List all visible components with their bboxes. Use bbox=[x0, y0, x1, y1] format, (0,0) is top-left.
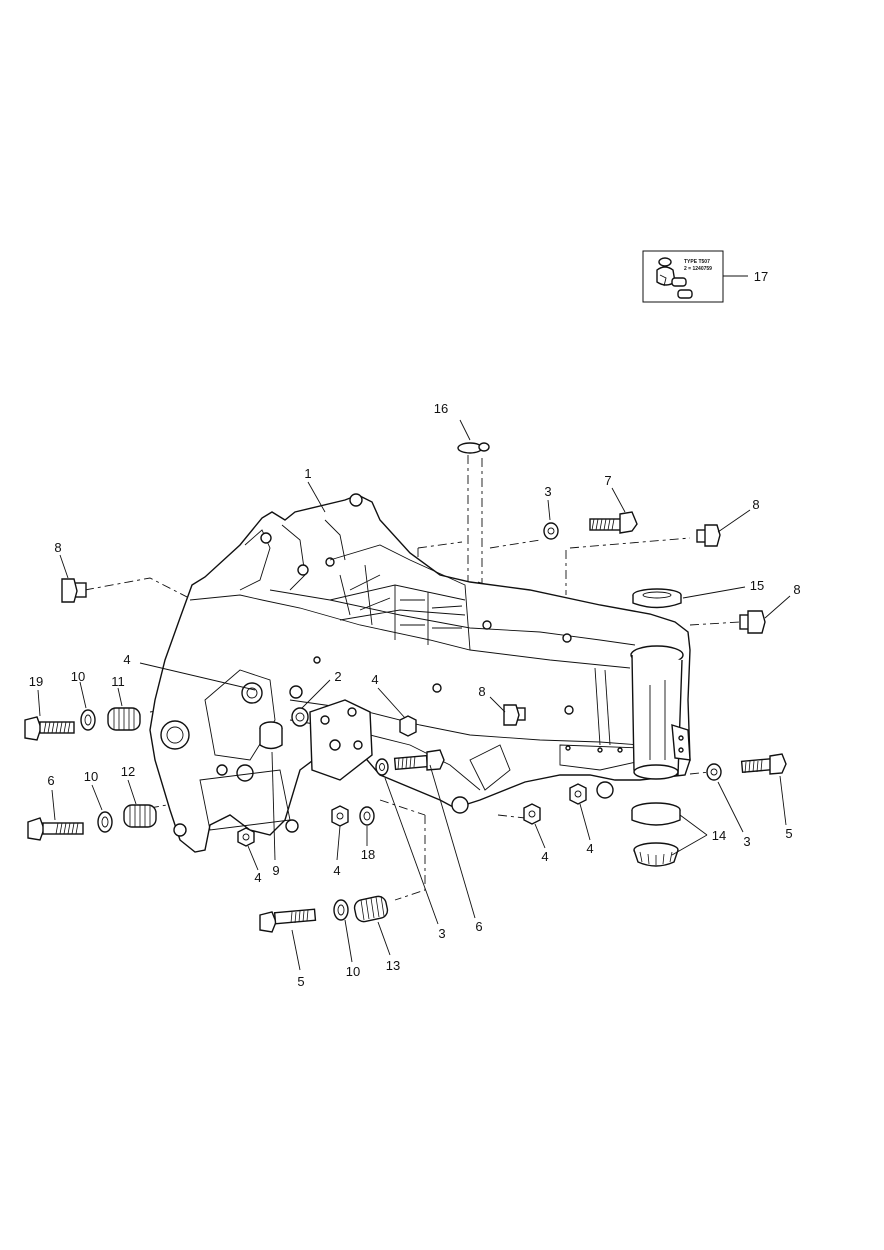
inset-type-label: TYPE T507 bbox=[684, 259, 710, 265]
callout-8-left: 8 bbox=[54, 540, 61, 555]
part-8-plug-center bbox=[503, 704, 526, 726]
part-8-plug-left bbox=[61, 578, 87, 603]
callout-8-top-right: 8 bbox=[752, 497, 759, 512]
part-3-washer-top bbox=[543, 522, 559, 540]
leader-lines bbox=[37, 419, 791, 971]
callout-5-right: 5 bbox=[785, 826, 792, 841]
part-15-bearing bbox=[632, 588, 682, 609]
inset-part-label: 2 = 1240759 bbox=[684, 266, 712, 272]
callout-10-middle: 10 bbox=[84, 769, 98, 784]
callout-16: 16 bbox=[434, 401, 448, 416]
callout-10-top: 10 bbox=[71, 669, 85, 684]
part-10-washer-1 bbox=[80, 709, 96, 731]
inset-box: TYPE T507 2 = 1240759 bbox=[642, 250, 748, 303]
part-9-spacer bbox=[259, 721, 283, 750]
callout-15: 15 bbox=[750, 578, 764, 593]
callout-labels: 1 2 3 3 3 4 4 4 4 4 4 5 5 6 6 7 8 8 8 8 … bbox=[29, 269, 801, 989]
part-4-nut-d bbox=[569, 783, 587, 805]
callout-12: 12 bbox=[121, 764, 135, 779]
part-4-nut-c bbox=[523, 803, 541, 825]
callout-19: 19 bbox=[29, 674, 43, 689]
part-4-nut-a bbox=[237, 827, 255, 847]
part-10-washer-3 bbox=[333, 899, 349, 921]
callout-3-top: 3 bbox=[544, 484, 551, 499]
head-tube bbox=[630, 645, 691, 780]
clip-tool-icon bbox=[656, 257, 693, 299]
part-3-washer-center bbox=[375, 758, 389, 776]
callout-3-right: 3 bbox=[743, 834, 750, 849]
callout-4-bottom-left: 4 bbox=[254, 870, 261, 885]
part-6-bolt-left bbox=[27, 817, 84, 841]
callout-10-bottom: 10 bbox=[346, 964, 360, 979]
callout-4-bottom-center: 4 bbox=[333, 863, 340, 878]
part-8-plug-right bbox=[739, 610, 766, 634]
callout-7: 7 bbox=[604, 473, 611, 488]
part-2-washer bbox=[291, 707, 309, 727]
part-19-bolt bbox=[24, 716, 75, 741]
part-12-adjuster bbox=[123, 804, 157, 828]
callout-13: 13 bbox=[386, 958, 400, 973]
part-5-bolt-right bbox=[740, 753, 787, 775]
callout-18: 18 bbox=[361, 847, 375, 862]
part-11-adjuster bbox=[107, 707, 141, 731]
callout-4-right: 4 bbox=[586, 841, 593, 856]
part-5-bolt-bottom bbox=[259, 908, 317, 933]
part-16-clip bbox=[457, 442, 490, 454]
side-bracket bbox=[309, 699, 373, 781]
callout-3-bottom: 3 bbox=[438, 926, 445, 941]
part-6-bolt-center bbox=[393, 749, 445, 771]
callout-4-center: 4 bbox=[371, 672, 378, 687]
callout-4-left: 4 bbox=[123, 652, 130, 667]
part-14-bearings bbox=[631, 802, 681, 867]
callout-8-center: 8 bbox=[478, 684, 485, 699]
callout-11: 11 bbox=[111, 674, 125, 689]
part-10-washer-2 bbox=[97, 811, 113, 833]
part-4-nut-e bbox=[399, 715, 417, 737]
part-18-washer bbox=[359, 806, 375, 826]
callout-6-left: 6 bbox=[47, 773, 54, 788]
callout-14: 14 bbox=[712, 828, 726, 843]
callout-2: 2 bbox=[334, 669, 341, 684]
main-frame bbox=[149, 493, 691, 853]
frame-lattice bbox=[329, 544, 471, 651]
part-4-nut-b bbox=[331, 805, 349, 827]
callout-9: 9 bbox=[272, 863, 279, 878]
callout-4-bottom-right: 4 bbox=[541, 849, 548, 864]
part-8-plug-top-right bbox=[696, 524, 721, 547]
callout-1: 1 bbox=[304, 466, 311, 481]
callout-6-center: 6 bbox=[475, 919, 482, 934]
callout-5-bottom: 5 bbox=[297, 974, 304, 989]
part-3-washer-right bbox=[706, 763, 722, 781]
callout-8-right: 8 bbox=[793, 582, 800, 597]
callout-17: 17 bbox=[754, 269, 768, 284]
part-7-bolt bbox=[589, 511, 638, 534]
part-13-adjuster bbox=[353, 895, 389, 923]
